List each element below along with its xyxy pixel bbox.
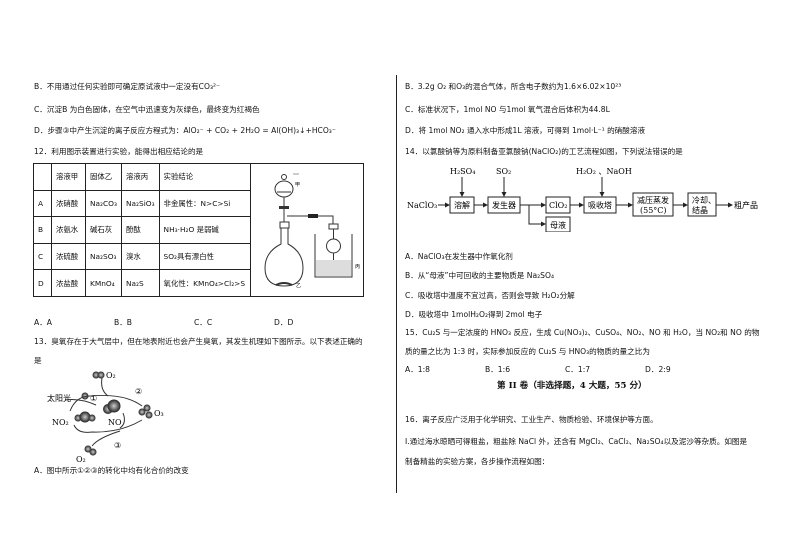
- q11-option-d: D．步骤③中产生沉淀的离子反应方程式为：AlO₂⁻ + CO₂ + 2H₂O =…: [34, 126, 336, 135]
- cell: 碱石灰: [85, 216, 122, 244]
- q16-part-i-line2: 制备精盐的实验方案，各步操作流程如图：: [405, 457, 550, 466]
- label-yi: 乙: [296, 282, 301, 289]
- cell: B: [33, 216, 52, 244]
- cell: Na₂SO₃: [85, 242, 122, 271]
- cooling-label-1: 冷却、: [692, 195, 716, 205]
- o2-bottom-label: O₂: [76, 455, 86, 463]
- q15-option-d: D．2:9: [645, 365, 671, 374]
- q12-stem: 12．利用图示装置进行实验，能得出相应结论的是: [34, 147, 204, 156]
- apparatus-cell: 甲 乙 丙: [249, 163, 364, 297]
- q11-option-c: C．沉淀B 为白色固体，在空气中迅速变为灰绿色，最终变为红褐色: [34, 105, 260, 114]
- no-label: NO: [108, 418, 122, 427]
- label-jia: 甲: [295, 182, 300, 188]
- q15-option-c: C．1:7: [565, 365, 591, 374]
- q14-option-a: A．NaClO₃在发生器中作氧化剂: [405, 252, 513, 261]
- q12-option-b: B．B: [114, 318, 133, 327]
- cooling-label-2: 结晶: [692, 205, 708, 215]
- step-3-label: ③: [114, 441, 121, 450]
- cell: A: [33, 189, 52, 218]
- mother-liquor-box: [545, 216, 571, 232]
- cell: NH₃·H₂O 是弱碱: [158, 216, 251, 244]
- apparatus-diagram: 甲 乙 丙: [264, 173, 360, 289]
- cell: C: [33, 242, 52, 271]
- q11-option-b: B．不用通过任何实验即可确定原试液中一定没有CO₃²⁻: [34, 82, 221, 91]
- q13-stem-line2: 是: [34, 356, 42, 365]
- q15-stem-line2: 质的量之比为 1:3 时，实际参加反应的 Cu₂S 与 HNO₃的物质的量之比为: [405, 347, 650, 356]
- cell: D: [33, 269, 52, 297]
- cell: 溴水: [121, 242, 160, 271]
- cell: KMnO₄: [85, 269, 122, 297]
- q14-option-d: D．吸收塔中 1molH₂O₂得到 2mol 电子: [405, 310, 543, 319]
- h2o2-naoh-label: H₂O₂ 、NaOH: [576, 167, 632, 176]
- ozone-mechanism-diagram: 太阳光 ① ② ③ NO₂ NO O₃ O₂ O₂: [47, 371, 164, 463]
- cell: SO₂具有漂白性: [158, 242, 251, 271]
- evaporation-label-2: (55°C): [640, 206, 667, 215]
- q12-option-d: D．D: [274, 318, 294, 327]
- cell: 浓硫酸: [51, 242, 86, 271]
- mother-liquor-label: 母液: [550, 220, 566, 230]
- so2-label: SO₂: [496, 167, 511, 176]
- o3-label: O₃: [154, 409, 164, 418]
- product-label: 粗产品: [734, 200, 758, 210]
- header-cell: 固体乙: [85, 163, 122, 191]
- cell: 浓盐酸: [51, 269, 86, 297]
- header-cell: 溶液丙: [121, 163, 160, 191]
- q14-process-flowchart: NaClO₃ 溶解 H₂SO₄ 发生器 SO₂ ClO₂ 母液 吸收塔 H₂O₂…: [407, 167, 758, 232]
- no2-label: NO₂: [52, 418, 69, 427]
- label-bing: 丙: [355, 264, 360, 270]
- q13-option-c: C．标准状况下，1mol NO 与1mol 氧气混合后体积为44.8L: [405, 105, 610, 114]
- q14-option-c: C．吸收塔中温度不宜过高，否则会导致 H₂O₂分解: [405, 291, 575, 300]
- cell: 浓硝酸: [51, 189, 86, 218]
- q12-option-a: A．A: [34, 318, 52, 327]
- q13-option-b: B．3.2g O₂ 和O₃的混合气体，所含电子数约为1.6×6.02×10²³: [405, 82, 622, 91]
- q13-option-d: D．将 1mol NO₂ 通入水中形成1L 溶液，可得到 1mol·L⁻¹ 的硝…: [405, 126, 646, 135]
- generator-label: 发生器: [492, 200, 516, 210]
- q15-option-b: B．1:6: [485, 365, 511, 374]
- q15-stem-line1: 15．Cu₂S 与一定浓度的 HNO₃ 反应，生成 Cu(NO₃)₂、CuSO₄…: [405, 328, 760, 337]
- absorber-label: 吸收塔: [588, 200, 612, 210]
- q12-option-c: C．C: [194, 318, 213, 327]
- header-cell: 实验结论: [158, 163, 251, 191]
- column-divider: [396, 75, 397, 493]
- dissolve-label: 溶解: [454, 200, 470, 210]
- cell: 非金属性：N>C>Si: [158, 189, 251, 218]
- q13-option-a: A．图中所示①②③的转化中均有化合价的改变: [34, 466, 189, 475]
- naclo3-label: NaClO₃: [407, 201, 437, 210]
- cell: 氧化性：KMnO₄>Cl₂>S: [158, 269, 251, 297]
- sunlight-label: 太阳光: [47, 393, 71, 403]
- cell: Na₂SiO₃: [121, 189, 160, 218]
- cell: 浓氨水: [51, 216, 86, 244]
- q14-option-b: B．从“母液”中可回收的主要物质是 Na₂SO₄: [405, 271, 555, 280]
- header-cell: [33, 163, 52, 191]
- q13-stem-line1: 13．臭氧存在于大气层中，但在地表附近也会产生臭氧，其发生机理如下图所示。以下表…: [34, 337, 363, 346]
- q15-option-a: A．1:8: [405, 365, 431, 374]
- step-1-label: ①: [90, 394, 97, 403]
- step-2-label: ②: [135, 387, 142, 396]
- cell: Na₂CO₃: [85, 189, 122, 218]
- header-cell: 溶液甲: [51, 163, 86, 191]
- q16-part-i-line1: I.通过海水晾晒可得粗盐，粗盐除 NaCl 外，还含有 MgCl₂、CaCl₂、…: [405, 437, 748, 446]
- o2-top-label: O₂: [106, 371, 116, 380]
- cell: Na₂S: [121, 269, 160, 297]
- h2so4-label: H₂SO₄: [450, 167, 475, 176]
- section-header: 第 II 卷（非选择题，4 大题，55 分）: [497, 381, 647, 391]
- q14-stem: 14．以氯酸钠等为原料制备亚氯酸钠(NaClO₂)的工艺流程如图，下列说法错误的…: [405, 147, 683, 156]
- q16-stem: 16．离子反应广泛用于化学研究、工业生产、物质检验、环境保护等方面。: [405, 415, 658, 424]
- clo2-label: ClO₂: [549, 201, 567, 210]
- evaporation-label-1: 减压蒸发: [637, 195, 669, 205]
- cell: 酚酞: [121, 216, 160, 244]
- table-header-row: 溶液甲 固体乙 溶液丙 实验结论 甲 乙 丙: [33, 163, 364, 297]
